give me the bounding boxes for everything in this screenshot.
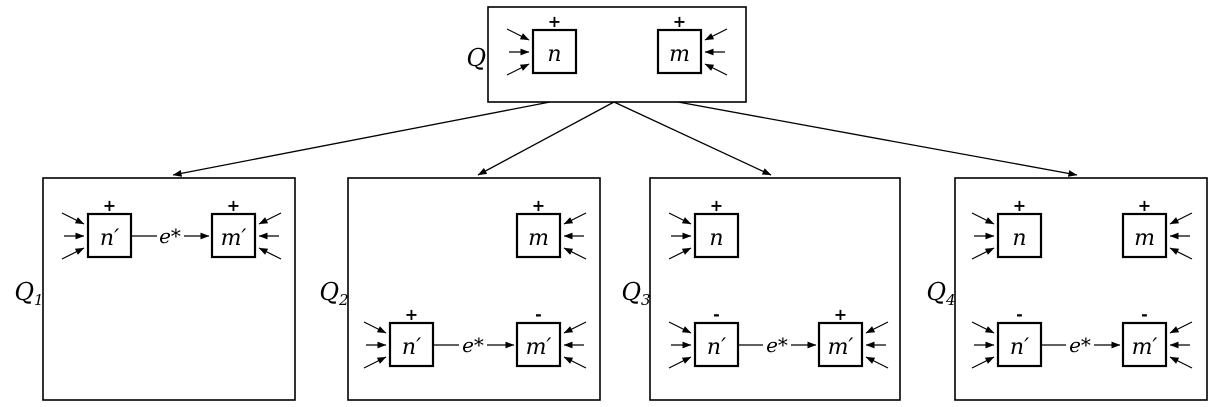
node-m-box	[515, 212, 562, 259]
panel-q1-box	[42, 177, 296, 401]
arrow-q-to-q1	[172, 101, 551, 177]
node-m-prime-box	[210, 212, 257, 259]
arrow-q-to-q4	[677, 101, 1078, 177]
node-n-prime-box	[86, 212, 133, 259]
arrow-q-to-q3	[613, 101, 772, 176]
node-m-box	[656, 28, 703, 75]
node-m-prime: - m′	[515, 305, 586, 368]
node-m-box	[1121, 212, 1168, 259]
panel-q2-subscript: 2	[338, 291, 349, 309]
node-m-prime-box	[817, 321, 864, 368]
node-n: + n	[669, 196, 740, 259]
node-label: m′	[221, 226, 247, 251]
node-sign: +	[548, 12, 561, 31]
edge-label: e*	[766, 333, 788, 357]
node-sign: +	[405, 305, 418, 324]
panel-q1: Q 1 + n′ + m′ e*	[14, 177, 296, 401]
panel-q1-label: Q	[14, 278, 34, 306]
panel-q: Q + n + m	[466, 6, 747, 103]
node-n-prime: + n′	[62, 196, 133, 259]
edge-e-star: e*	[131, 224, 210, 248]
node-label: m	[669, 42, 690, 67]
panel-q4-subscript: 4	[945, 291, 956, 309]
node-label: m′	[1132, 335, 1158, 360]
node-sign: -	[1141, 305, 1148, 324]
node-label: n	[709, 226, 723, 251]
panel-q3-label: Q	[621, 278, 641, 306]
node-sign: -	[713, 305, 720, 324]
edge-e-star: e*	[1041, 333, 1121, 357]
panel-q3-subscript: 3	[641, 291, 651, 309]
node-sign: -	[1016, 305, 1023, 324]
fanout-arrows	[172, 101, 1078, 177]
node-label: n′	[1010, 335, 1029, 360]
node-n: + n	[972, 196, 1043, 259]
panel-q2-label: Q	[319, 278, 339, 306]
edge-label: e*	[159, 224, 181, 248]
node-label: n′	[402, 335, 421, 360]
node-m-prime: + m′	[817, 305, 888, 368]
panel-q4-label: Q	[926, 278, 946, 306]
node-m-prime: + m′	[210, 196, 281, 259]
panel-q2-box	[347, 177, 601, 401]
panel-q-box	[487, 6, 747, 103]
node-sign: +	[227, 196, 240, 215]
node-sign: +	[532, 196, 545, 215]
node-n-box	[531, 28, 578, 75]
edge-e-star: e*	[433, 333, 515, 357]
node-n-box	[996, 212, 1043, 259]
panel-q4: Q 4 + n + m - n′ - m′ e*	[926, 177, 1208, 401]
node-label: n	[1012, 226, 1026, 251]
edge-label: e*	[462, 333, 484, 357]
edge-label: e*	[1069, 333, 1091, 357]
node-label: m′	[828, 335, 854, 360]
node-n: + n	[507, 12, 578, 75]
node-m-prime-box	[515, 321, 562, 368]
panel-q-label: Q	[466, 44, 486, 72]
node-sign: +	[710, 196, 723, 215]
node-m: + m	[1121, 196, 1192, 259]
node-label: m	[1134, 226, 1155, 251]
node-sign: +	[103, 196, 116, 215]
node-label: m′	[526, 335, 552, 360]
panel-q2: Q 2 + m + n′ - m′ e*	[319, 177, 601, 401]
node-sign: +	[1013, 196, 1026, 215]
node-label: n′	[707, 335, 726, 360]
panel-q4-box	[954, 177, 1208, 401]
node-label: n′	[100, 226, 119, 251]
node-sign: +	[673, 12, 686, 31]
panel-q1-subscript: 1	[34, 291, 44, 309]
node-sign: +	[834, 305, 847, 324]
node-m: + m	[656, 12, 727, 75]
panel-q3: Q 3 + n - n′ + m′ e*	[621, 177, 901, 401]
node-sign: -	[535, 305, 542, 324]
node-label: n	[547, 42, 561, 67]
node-sign: +	[1138, 196, 1151, 215]
node-m-prime-box	[1121, 321, 1168, 368]
edge-e-star: e*	[738, 333, 817, 357]
node-n-box	[693, 212, 740, 259]
node-m-prime: - m′	[1121, 305, 1192, 368]
arrow-q-to-q2	[477, 101, 615, 176]
node-label: m	[528, 226, 549, 251]
node-m: + m	[515, 196, 586, 259]
